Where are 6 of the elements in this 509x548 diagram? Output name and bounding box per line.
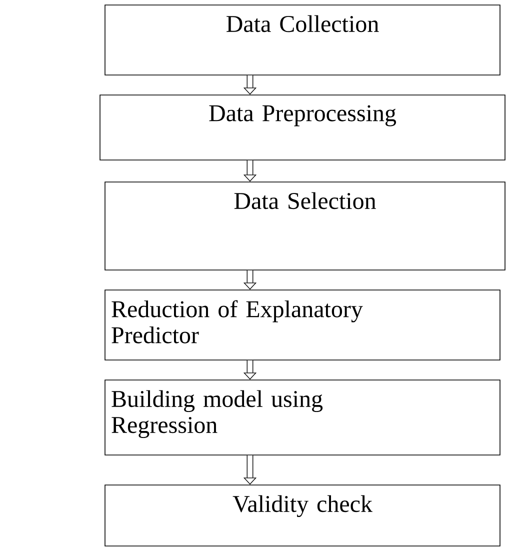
process-box: Building model using Regression [104,380,500,456]
process-box: Validity check [104,484,500,546]
process-box: Data Preprocessing [100,94,506,160]
process-box: Data Collection [104,4,500,76]
process-box: Reduction of Explanatory Predictor [104,290,500,360]
process-box: Data Selection [104,182,506,270]
